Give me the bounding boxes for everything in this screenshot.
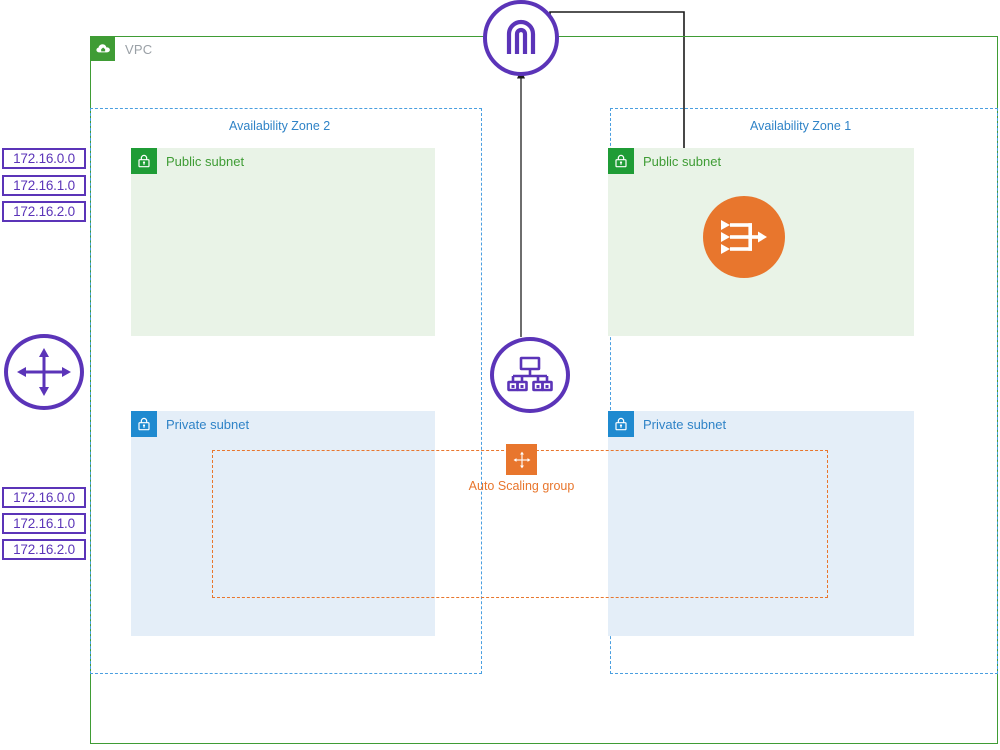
internet-gateway-icon[interactable] [483, 0, 559, 76]
cidr-chip: 172.16.2.0 [2, 539, 86, 560]
lock-icon [608, 411, 634, 437]
cidr-chip: 172.16.1.0 [2, 513, 86, 534]
public-subnet-az1-label: Public subnet [643, 153, 722, 169]
router-icon[interactable] [4, 334, 84, 410]
public-subnet-az1: Public subnet [608, 148, 914, 336]
public-subnet-az1-header: Public subnet [608, 148, 721, 174]
cidr-chip: 172.16.0.0 [2, 487, 86, 508]
nat-gateway-icon[interactable] [703, 196, 785, 278]
private-subnet-az2: Private subnet [131, 411, 435, 636]
cidr-chip: 172.16.2.0 [2, 201, 86, 222]
public-subnet-az2: Public subnet [131, 148, 435, 336]
private-subnet-az1: Private subnet [608, 411, 914, 636]
private-subnet-az1-header: Private subnet [608, 411, 726, 437]
load-balancer-icon[interactable] [490, 337, 570, 413]
availability-zone-2-boundary [90, 108, 482, 674]
auto-scaling-icon [506, 444, 537, 475]
availability-zone-1-boundary [610, 108, 998, 674]
private-subnet-az1-label: Private subnet [643, 416, 727, 432]
cidr-chip: 172.16.0.0 [2, 148, 86, 169]
vpc-label: VPC [125, 41, 153, 57]
vpc-cloud-icon [91, 37, 115, 61]
private-subnet-az2-header: Private subnet [131, 411, 249, 437]
lock-icon [131, 411, 157, 437]
availability-zone-1-label: Availability Zone 1 [750, 119, 852, 133]
lock-icon [608, 148, 634, 174]
availability-zone-2-label: Availability Zone 2 [229, 119, 331, 133]
public-subnet-az2-label: Public subnet [166, 153, 245, 169]
vpc-header: VPC [91, 37, 152, 61]
cidr-chip: 172.16.1.0 [2, 175, 86, 196]
auto-scaling-group-label: Auto Scaling group [468, 479, 575, 493]
lock-icon [131, 148, 157, 174]
public-subnet-az2-header: Public subnet [131, 148, 244, 174]
private-subnet-az2-label: Private subnet [166, 416, 250, 432]
